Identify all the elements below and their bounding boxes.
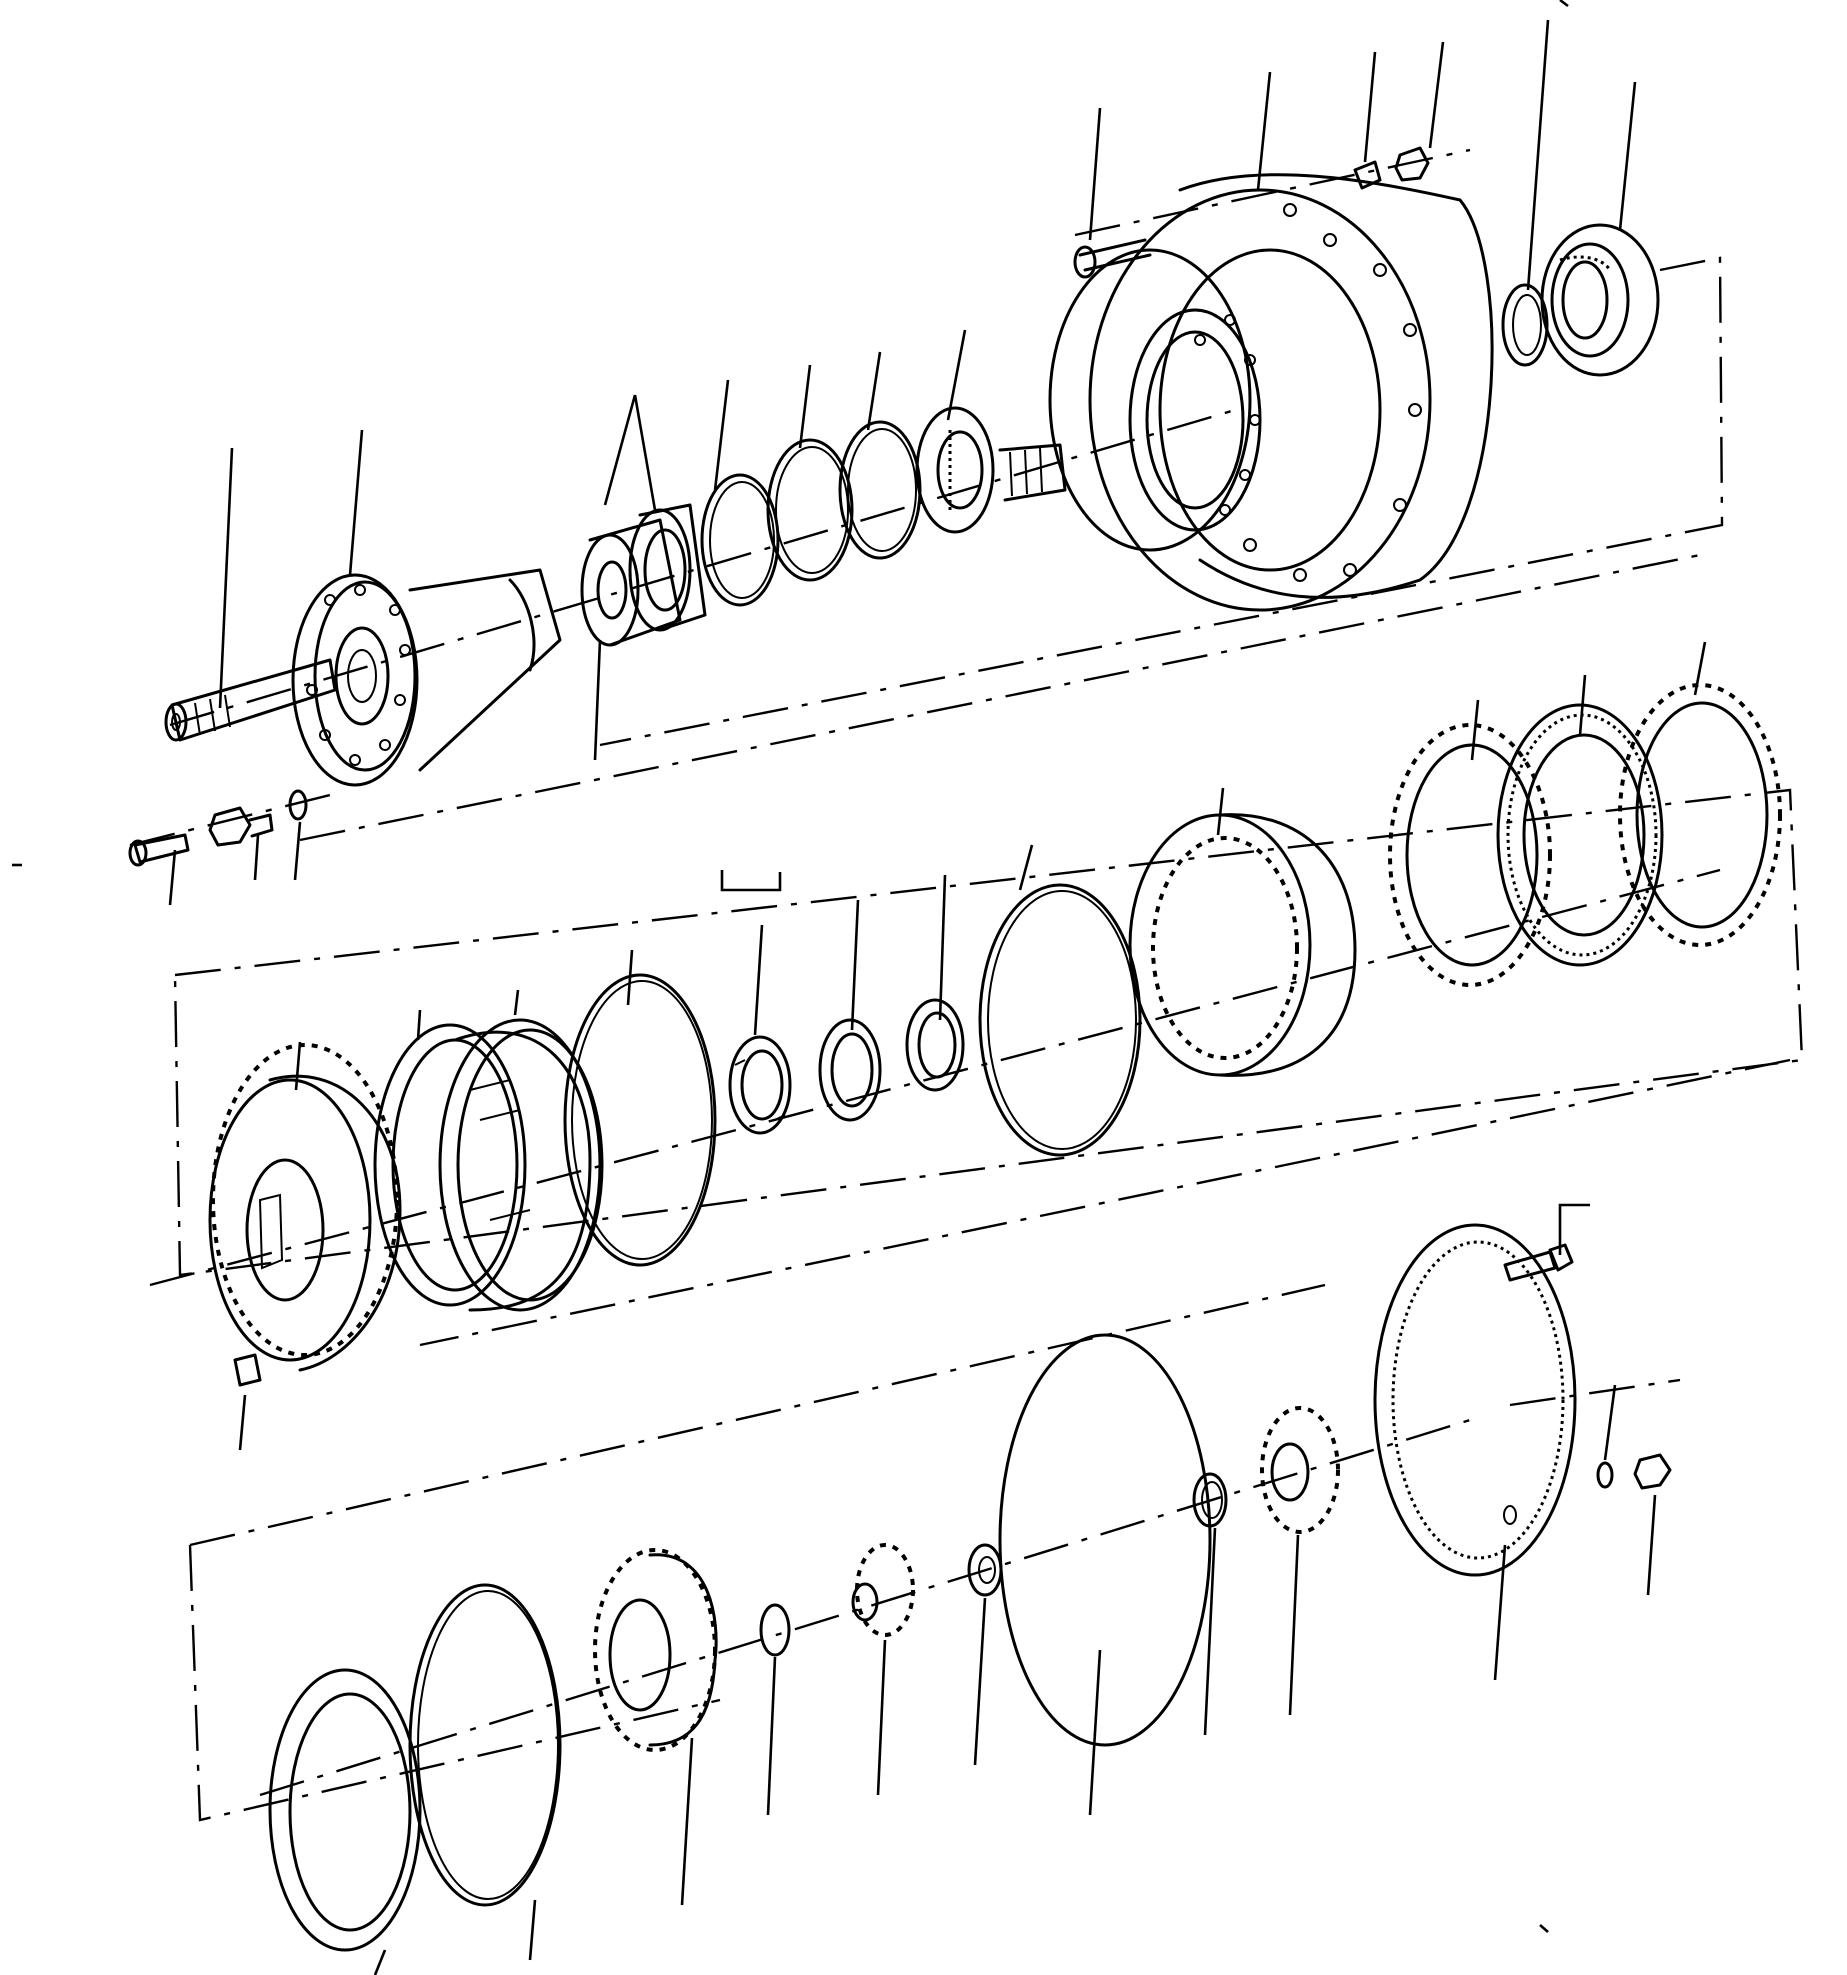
sun-gear	[593, 1548, 718, 1752]
o-ring	[1501, 283, 1549, 367]
taper-roller-bearing	[915, 406, 1067, 534]
outer-disc	[1618, 683, 1782, 947]
dowel-pin	[1353, 160, 1382, 190]
seal	[268, 1668, 422, 1952]
circlip	[759, 1603, 791, 1657]
wheel-nut	[1394, 146, 1430, 182]
axis-row-2-small	[129, 793, 331, 847]
planet-carrier	[208, 1043, 402, 1372]
stud-bolt	[1073, 238, 1152, 279]
axis-row-1	[169, 408, 1236, 727]
washer	[288, 789, 308, 821]
spacer	[628, 503, 707, 632]
shim-ring-2	[838, 420, 922, 560]
snap-ring	[700, 473, 780, 607]
group-frame-row-1	[599, 256, 1724, 747]
circlip-2	[1192, 1472, 1228, 1528]
thrust-washer	[818, 1018, 882, 1122]
snap-ring-xl	[408, 1583, 562, 1907]
axis-row-3-right	[1509, 1378, 1681, 1407]
clutch-drum	[438, 1018, 604, 1312]
washer-2	[1596, 1461, 1614, 1489]
brake-ring	[373, 1023, 527, 1307]
housing-hub	[1048, 173, 1494, 612]
group-frame-row-3	[188, 1283, 1326, 1822]
hub-flange	[291, 568, 562, 787]
gasket	[998, 1333, 1212, 1747]
shim	[905, 998, 965, 1092]
group-frame-row-2	[173, 788, 1804, 1277]
cover-plate	[1373, 1223, 1577, 1577]
planet-gear	[1260, 1406, 1340, 1534]
stray-mark	[12, 0, 1569, 1933]
screw	[128, 833, 190, 867]
axis-row-1-upper	[1074, 148, 1471, 237]
retaining-ring	[563, 973, 717, 1267]
friction-disc	[1388, 723, 1552, 987]
leader-lines	[168, 19, 1707, 1975]
pinion-shaft	[851, 1543, 915, 1637]
nut	[208, 806, 274, 847]
thrust-washer-notched	[728, 1035, 792, 1135]
bearing-cone	[580, 518, 682, 647]
shim-ring	[766, 438, 854, 582]
output-shaft	[164, 658, 337, 742]
hex-nut	[1633, 1453, 1672, 1490]
plug	[233, 1353, 262, 1387]
snap-ring-large	[978, 883, 1142, 1157]
axis-row-3	[259, 1418, 1471, 1797]
steel-disc	[1496, 703, 1664, 967]
ring-gear	[1128, 813, 1357, 1077]
axis-divider-top	[299, 553, 1701, 842]
axis-divider-bottom	[419, 1058, 1791, 1347]
ball-bearing	[1540, 223, 1660, 377]
